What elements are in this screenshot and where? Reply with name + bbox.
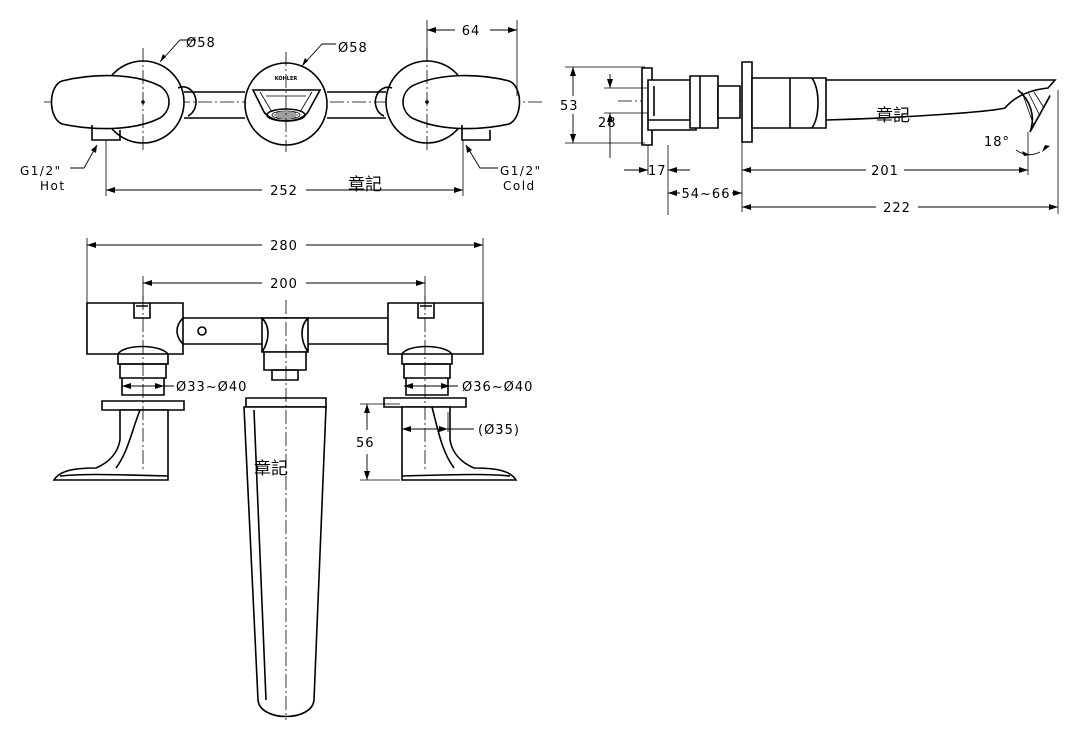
dim-handle-diameter: Ø58	[186, 36, 216, 51]
dim-wall-range: 54~66	[682, 187, 731, 202]
dim-spout-diameter: Ø58	[338, 41, 368, 56]
side-view: 53 28 17 54~66 201 222 18° 章記	[560, 61, 1059, 216]
dim-depth: 17	[648, 164, 667, 179]
dim-offset: 64	[462, 24, 481, 39]
cold-lever	[402, 74, 521, 130]
dim-spout-reach: 201	[871, 164, 899, 179]
hot-lever	[50, 74, 170, 130]
front-view: KOHLER Ø58 Ø58 64 252 G1/2"	[20, 20, 545, 199]
stamp-top: 章記	[254, 459, 288, 479]
hot-inlet-label: Hot	[40, 179, 66, 193]
dim-total-width: 280	[270, 239, 298, 254]
stamp-side: 章記	[876, 106, 910, 126]
dim-total-reach: 222	[883, 201, 911, 216]
spout-top	[243, 406, 327, 718]
dim-angle: 18°	[984, 135, 1010, 150]
dim-inlet-span: 252	[270, 184, 298, 199]
hot-lever-top	[52, 409, 169, 481]
spout-profile	[825, 79, 1057, 121]
top-view: 280 200	[52, 238, 533, 720]
dim-lever-height: 56	[356, 436, 375, 451]
dim-left-hole: Ø33~Ø40	[176, 380, 247, 395]
dim-right-hole: Ø36~Ø40	[462, 380, 533, 395]
dim-height: 53	[560, 99, 579, 114]
stamp-front: 章記	[348, 175, 382, 195]
hot-inlet-size: G1/2"	[20, 164, 62, 178]
dim-flange: (Ø35)	[478, 423, 520, 438]
dim-center-span: 200	[270, 277, 298, 292]
cold-inlet-label: Cold	[503, 179, 536, 193]
cold-inlet-size: G1/2"	[500, 164, 542, 178]
cold-lever-top	[401, 406, 518, 481]
dim-inner-height: 28	[598, 116, 617, 131]
